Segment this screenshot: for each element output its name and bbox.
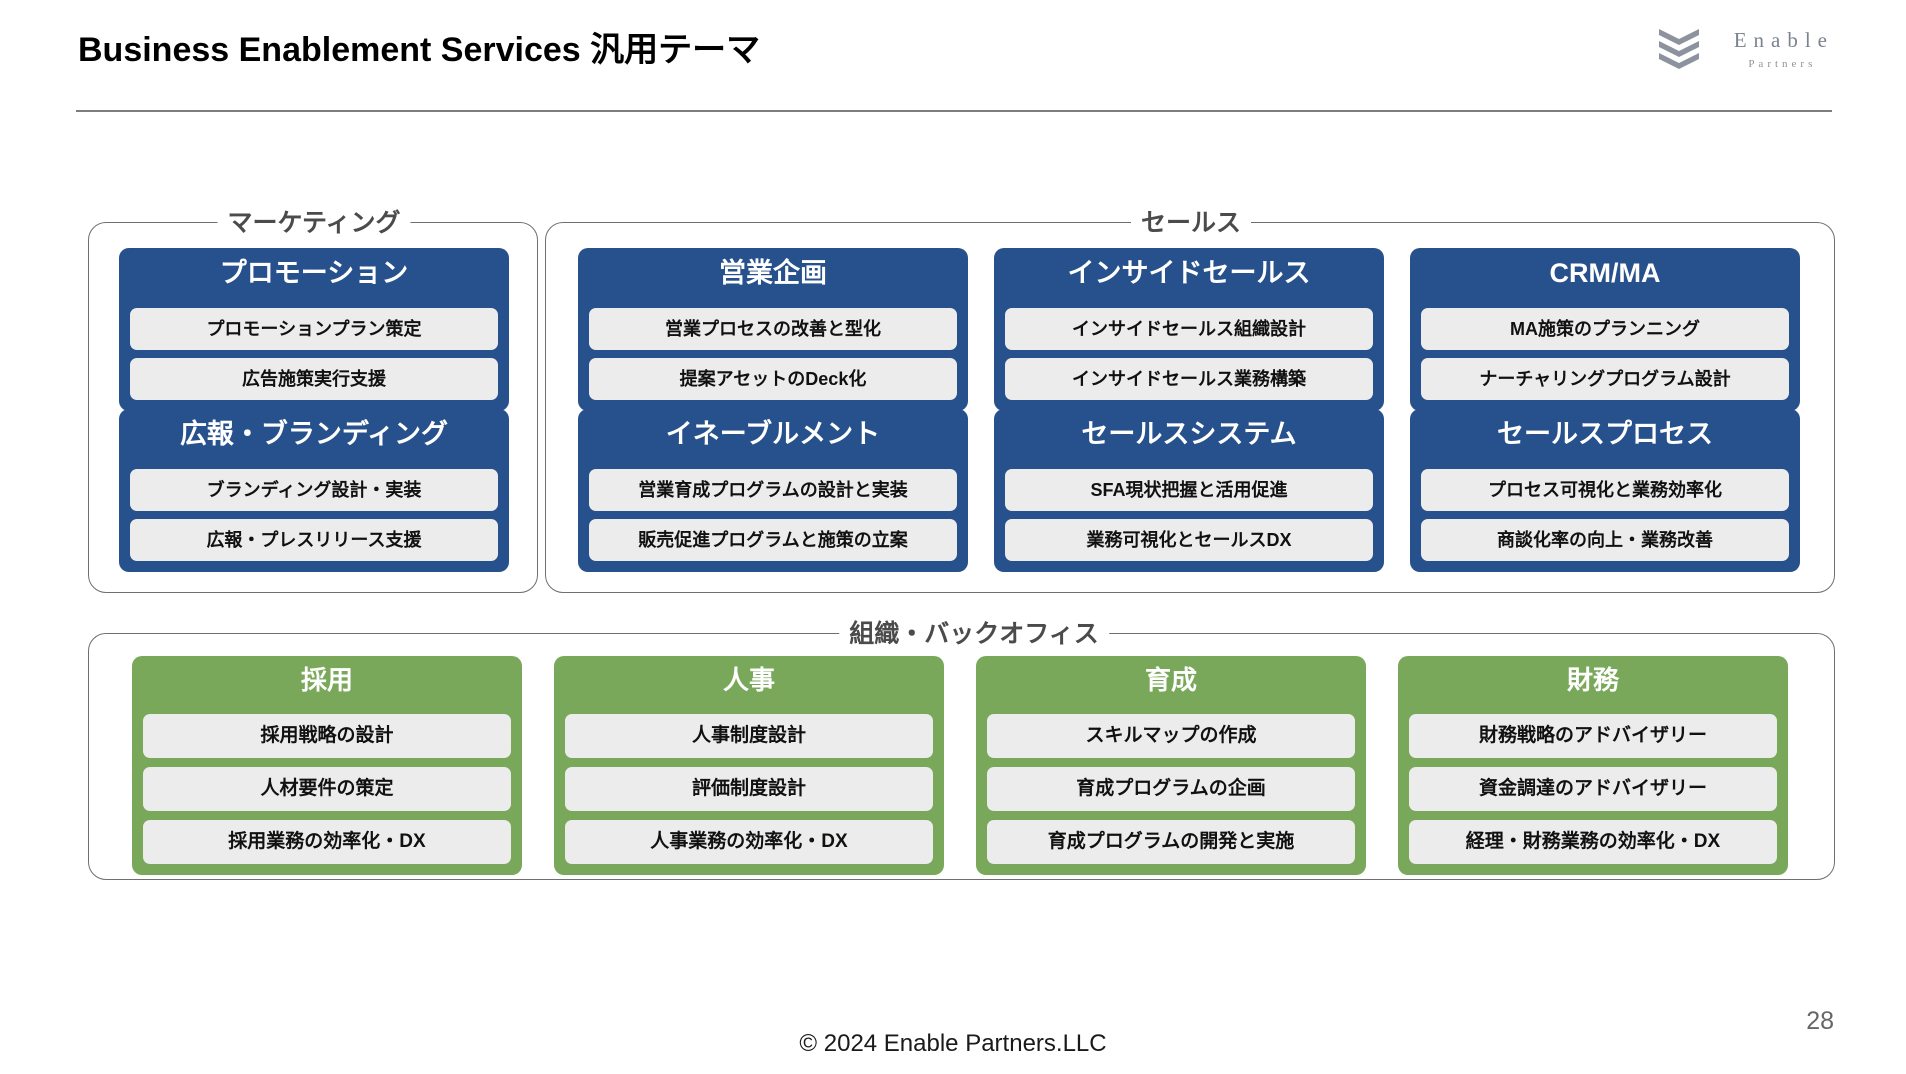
card-sales-planning[interactable]: 営業企画 営業プロセスの改善と型化 提案アセットのDeck化 <box>578 248 968 411</box>
card-crm-ma[interactable]: CRM/MA MA施策のプランニング ナーチャリングプログラム設計 <box>1410 248 1800 411</box>
card-item[interactable]: 資金調達のアドバイザリー <box>1409 767 1777 811</box>
card-title: 人事 <box>722 665 775 695</box>
logo-subtitle: Partners <box>1748 58 1817 70</box>
card-development[interactable]: 育成 スキルマップの作成 育成プログラムの企画 育成プログラムの開発と実施 <box>976 656 1366 875</box>
card-title: CRM/MA <box>1549 258 1661 288</box>
card-title: セールスシステム <box>1081 419 1297 449</box>
card-item[interactable]: 商談化率の向上・業務改善 <box>1421 519 1789 561</box>
card-promotion[interactable]: プロモーション プロモーションプラン策定 広告施策実行支援 <box>119 248 509 411</box>
card-finance[interactable]: 財務 財務戦略のアドバイザリー 資金調達のアドバイザリー 経理・財務業務の効率化… <box>1398 656 1788 875</box>
card-item[interactable]: 採用業務の効率化・DX <box>143 820 511 864</box>
logo-wordmark: Enable Partners <box>1727 28 1834 70</box>
card-title: 採用 <box>300 665 353 695</box>
card-enablement[interactable]: イネーブルメント 営業育成プログラムの設計と実装 販売促進プログラムと施策の立案 <box>578 409 968 572</box>
card-item[interactable]: 採用戦略の設計 <box>143 714 511 758</box>
card-item[interactable]: 広告施策実行支援 <box>130 358 498 400</box>
card-item[interactable]: 営業プロセスの改善と型化 <box>589 308 957 350</box>
card-sales-process[interactable]: セールスプロセス プロセス可視化と業務効率化 商談化率の向上・業務改善 <box>1410 409 1800 572</box>
card-item[interactable]: 育成プログラムの開発と実施 <box>987 820 1355 864</box>
group-label-sales: セールス <box>1130 207 1252 239</box>
group-label-marketing: マーケティング <box>217 207 411 239</box>
group-label-backoffice: 組織・バックオフィス <box>839 618 1109 650</box>
card-item[interactable]: 人事制度設計 <box>565 714 933 758</box>
chevron-stack-icon <box>1657 28 1701 70</box>
card-hr[interactable]: 人事 人事制度設計 評価制度設計 人事業務の効率化・DX <box>554 656 944 875</box>
header-divider <box>76 110 1832 112</box>
group-backoffice: 組織・バックオフィス 採用 採用戦略の設計 人材要件の策定 採用業務の効率化・D… <box>88 618 1835 880</box>
card-item[interactable]: 人材要件の策定 <box>143 767 511 811</box>
card-item[interactable]: 提案アセットのDeck化 <box>589 358 957 400</box>
card-item[interactable]: ブランディング設計・実装 <box>130 469 498 511</box>
card-title: インサイドセールス <box>1067 258 1311 288</box>
page-number: 28 <box>1806 1007 1834 1035</box>
card-pr-branding[interactable]: 広報・ブランディング ブランディング設計・実装 広報・プレスリリース支援 <box>119 409 509 572</box>
card-item[interactable]: インサイドセールス組織設計 <box>1005 308 1373 350</box>
card-item[interactable]: 営業育成プログラムの設計と実装 <box>589 469 957 511</box>
copyright-text: © 2024 Enable Partners.LLC <box>799 1030 1107 1057</box>
card-item[interactable]: 育成プログラムの企画 <box>987 767 1355 811</box>
card-item[interactable]: ナーチャリングプログラム設計 <box>1421 358 1789 400</box>
card-item[interactable]: 広報・プレスリリース支援 <box>130 519 498 561</box>
card-title: 育成 <box>1144 665 1197 695</box>
card-item[interactable]: プロセス可視化と業務効率化 <box>1421 469 1789 511</box>
slide-header: Business Enablement Services 汎用テーマ Enabl… <box>0 0 1906 112</box>
card-title: 広報・ブランディング <box>179 419 449 449</box>
card-item[interactable]: スキルマップの作成 <box>987 714 1355 758</box>
card-item[interactable]: SFA現状把握と活用促進 <box>1005 469 1373 511</box>
card-item[interactable]: MA施策のプランニング <box>1421 308 1789 350</box>
card-title: イネーブルメント <box>665 419 881 449</box>
card-title: 財務 <box>1566 665 1619 695</box>
card-item[interactable]: 評価制度設計 <box>565 767 933 811</box>
card-title: プロモーション <box>219 258 409 288</box>
card-item[interactable]: 財務戦略のアドバイザリー <box>1409 714 1777 758</box>
card-recruiting[interactable]: 採用 採用戦略の設計 人材要件の策定 採用業務の効率化・DX <box>132 656 522 875</box>
card-item[interactable]: プロモーションプラン策定 <box>130 308 498 350</box>
card-title: 営業企画 <box>719 258 827 288</box>
company-logo: Enable Partners <box>1657 20 1834 78</box>
group-marketing: マーケティング プロモーション プロモーションプラン策定 広告施策実行支援 広報… <box>88 207 538 593</box>
card-title: セールスプロセス <box>1497 419 1713 449</box>
card-item[interactable]: 販売促進プログラムと施策の立案 <box>589 519 957 561</box>
card-item[interactable]: インサイドセールス業務構築 <box>1005 358 1373 400</box>
card-item[interactable]: 人事業務の効率化・DX <box>565 820 933 864</box>
card-item[interactable]: 経理・財務業務の効率化・DX <box>1409 820 1777 864</box>
group-sales: セールス 営業企画 営業プロセスの改善と型化 提案アセットのDeck化 インサイ… <box>545 207 1835 593</box>
card-inside-sales[interactable]: インサイドセールス インサイドセールス組織設計 インサイドセールス業務構築 <box>994 248 1384 411</box>
card-sales-system[interactable]: セールスシステム SFA現状把握と活用促進 業務可視化とセールスDX <box>994 409 1384 572</box>
page-title: Business Enablement Services 汎用テーマ <box>78 31 761 69</box>
card-item[interactable]: 業務可視化とセールスDX <box>1005 519 1373 561</box>
logo-name: Enable <box>1733 28 1834 52</box>
